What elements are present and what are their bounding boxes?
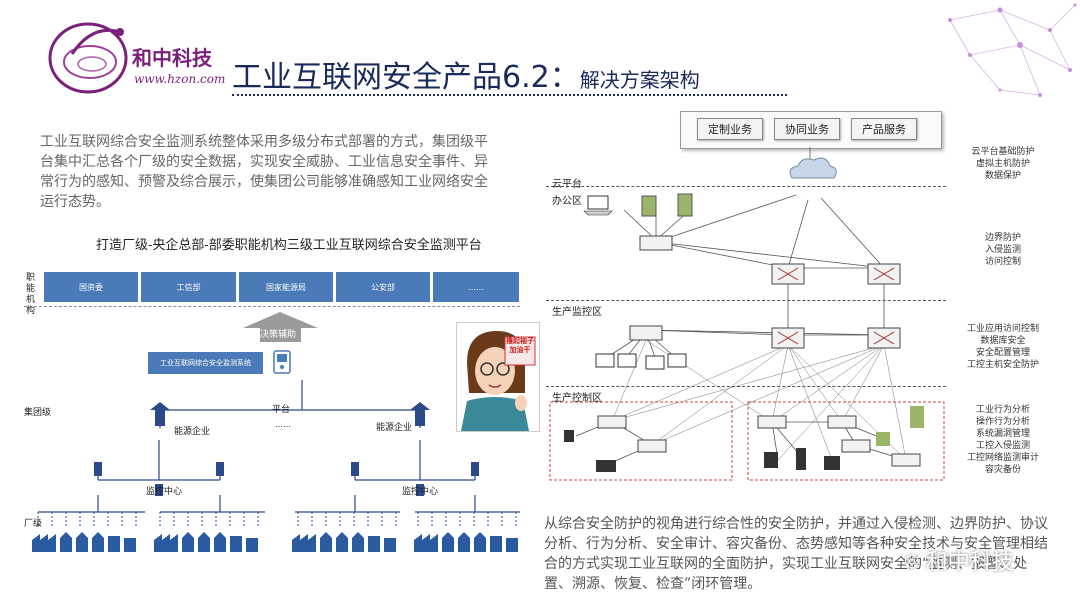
enterprise-left-label: 能源企业 bbox=[174, 427, 211, 437]
zone-divider-cloud bbox=[546, 186, 946, 187]
title-underline bbox=[232, 94, 787, 96]
note-office-line-2: 访问控制 bbox=[984, 257, 1021, 267]
factory-level-label: 厂级 bbox=[24, 519, 43, 529]
zone-office-label: 办公区 bbox=[552, 196, 582, 207]
page-title: 工业互联网安全产品6.2：解决方案架构 bbox=[232, 52, 700, 96]
zone-divider-control bbox=[546, 386, 946, 387]
service-product: 产品服务 bbox=[851, 118, 917, 140]
zone-monitor-label: 生产监控区 bbox=[552, 307, 602, 318]
group-level-label: 集团级 bbox=[24, 408, 52, 418]
note-monitor-line-1: 数据库安全 bbox=[980, 336, 1026, 346]
note-control-line-1: 操作行为分析 bbox=[975, 417, 1030, 427]
page-title-sub: 解决方案架构 bbox=[579, 68, 700, 92]
bottom-paragraph: 从综合安全防护的视角进行综合性的安全防护，并通过入侵检测、边界防护、协议分析、行… bbox=[544, 516, 1048, 592]
cartoon-illustration: 撸起袖子加油干 bbox=[456, 322, 540, 432]
decision-arrow-icon bbox=[243, 312, 318, 342]
brand-name: 和中科技 bbox=[132, 46, 212, 70]
note-monitor: 工业应用访问控制 数据库安全 安全配置管理 工控主机安全防护 bbox=[948, 323, 1058, 371]
note-office: 边界防护 入侵监测 访问控制 bbox=[948, 232, 1058, 268]
note-control-line-0: 工业行为分析 bbox=[975, 405, 1030, 415]
intro-paragraph: 工业互联网综合安全监测系统整体采用多级分布式部署的方式，集团级平台集中汇总各个厂… bbox=[40, 134, 488, 210]
brand-url: www.hzon.com bbox=[134, 72, 226, 86]
note-office-line-1: 入侵监测 bbox=[984, 245, 1021, 255]
note-control-line-2: 系统漏洞管理 bbox=[975, 429, 1030, 439]
right-network-diagram bbox=[549, 147, 945, 481]
agency-4: …… bbox=[433, 272, 519, 302]
monitor-device-icon bbox=[273, 350, 291, 374]
note-control-line-3: 工控入侵监测 bbox=[975, 441, 1030, 451]
monitor-center-left-label: 监控中心 bbox=[146, 487, 183, 497]
note-control-line-5: 容灾备份 bbox=[984, 465, 1021, 475]
cartoon-sign: 撸起袖子加油干 bbox=[506, 337, 534, 354]
decision-label: 决策辅助 bbox=[260, 330, 297, 340]
logo bbox=[42, 14, 132, 96]
note-office-line-0: 边界防护 bbox=[984, 233, 1021, 243]
monitor-center-right-label: 监控中心 bbox=[402, 487, 439, 497]
watermark: ◎ 和中科技 bbox=[904, 544, 1014, 576]
monitoring-system-label: 工业互联网综合安全监测系统 bbox=[160, 359, 251, 367]
separator-line bbox=[24, 306, 520, 307]
service-collab: 协同业务 bbox=[774, 118, 840, 140]
agency-0: 国资委 bbox=[44, 272, 138, 302]
agency-3: 公安部 bbox=[336, 272, 430, 302]
agency-1: 工信部 bbox=[141, 272, 236, 302]
enterprise-right-label: 能源企业 bbox=[376, 423, 413, 433]
left-network-diagram bbox=[32, 380, 520, 552]
page-title-main: 工业互联网安全产品6.2： bbox=[232, 60, 580, 95]
note-cloud-line-2: 数据保护 bbox=[984, 171, 1021, 181]
note-monitor-line-3: 工控主机安全防护 bbox=[966, 360, 1039, 370]
note-cloud-line-1: 虚拟主机防护 bbox=[975, 159, 1030, 169]
note-monitor-line-0: 工业应用访问控制 bbox=[966, 324, 1039, 334]
monitoring-system-box: 工业互联网综合安全监测系统 bbox=[148, 352, 263, 374]
zone-control-label: 生产控制区 bbox=[552, 393, 602, 404]
zone-divider-monitor bbox=[546, 300, 946, 301]
agency-2: 国家能源局 bbox=[239, 272, 333, 302]
left-diagram-heading: 打造厂级-央企总部-部委职能机构三级工业互联网综合安全监测平台 bbox=[96, 238, 482, 253]
decorative-network-graphic bbox=[948, 3, 1077, 97]
note-cloud-line-0: 云平台基础防护 bbox=[971, 147, 1035, 157]
cartoon-person-icon bbox=[461, 331, 536, 431]
logo-swirl-icon bbox=[48, 22, 128, 94]
agencies-row-label: 职能机构 bbox=[26, 273, 36, 316]
ellipsis-label: …… bbox=[275, 420, 291, 429]
note-control: 工业行为分析 操作行为分析 系统漏洞管理 工控入侵监测 工控网络监测审计 容灾备… bbox=[948, 404, 1058, 476]
note-control-line-4: 工控网络监测审计 bbox=[966, 453, 1039, 463]
note-monitor-line-2: 安全配置管理 bbox=[975, 348, 1030, 358]
wechat-icon: ◎ bbox=[904, 549, 920, 571]
service-custom: 定制业务 bbox=[697, 118, 763, 140]
watermark-text: 和中科技 bbox=[925, 550, 1014, 575]
zone-cloud-label: 云平台 bbox=[552, 179, 582, 190]
note-cloud: 云平台基础防护 虚拟主机防护 数据保护 bbox=[948, 146, 1058, 182]
platform-label: 平台 bbox=[272, 405, 291, 415]
